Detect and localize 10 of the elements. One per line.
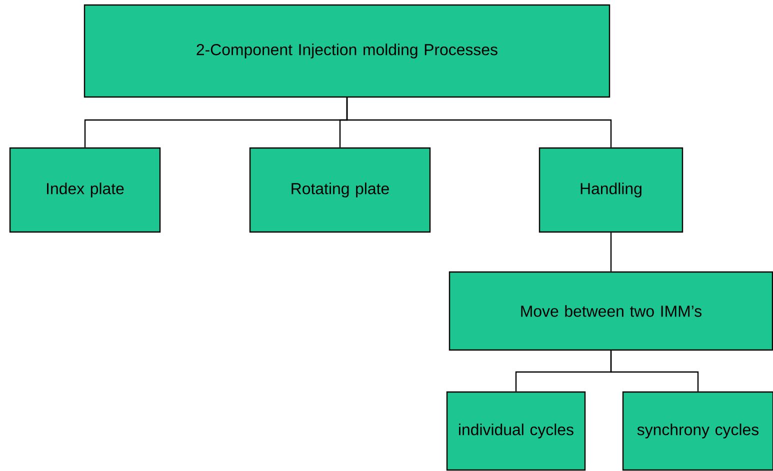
process-box: synchrony cycles	[622, 391, 773, 471]
process-box: Handling	[538, 147, 684, 233]
process-box: Index plate	[9, 147, 161, 233]
connector-line	[610, 350, 699, 392]
process-box: individual cycles	[446, 391, 586, 471]
connector-line	[610, 232, 612, 272]
process-box: Move between two IMM’s	[448, 271, 773, 351]
process-box: 2-Component Injection molding Processes	[84, 4, 610, 98]
process-box: Rotating plate	[249, 147, 431, 233]
connector-line	[346, 98, 612, 148]
